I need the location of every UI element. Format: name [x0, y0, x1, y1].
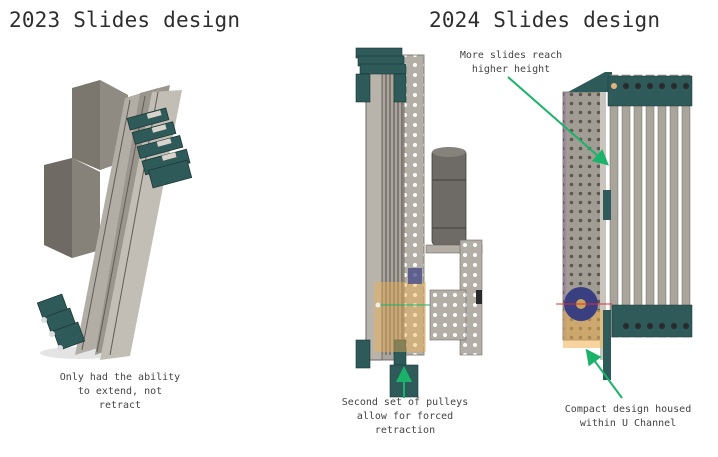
slides-2024-front-model — [507, 72, 693, 399]
title-2024: 2024 Slides design — [429, 8, 661, 32]
caption-more-slides: More slides reach higher height — [459, 50, 563, 75]
title-2023: 2023 Slides design — [9, 8, 241, 32]
caption-only-extend: Only had the ability to extend, not retr… — [59, 372, 181, 411]
slides-2023-model — [36, 80, 193, 360]
slides-2024-iso-model — [355, 47, 483, 398]
caption-compact-design: Compact design housed within U Channel — [564, 404, 692, 429]
caption-second-pulleys: Second set of pulleys allow for forced r… — [341, 397, 469, 436]
